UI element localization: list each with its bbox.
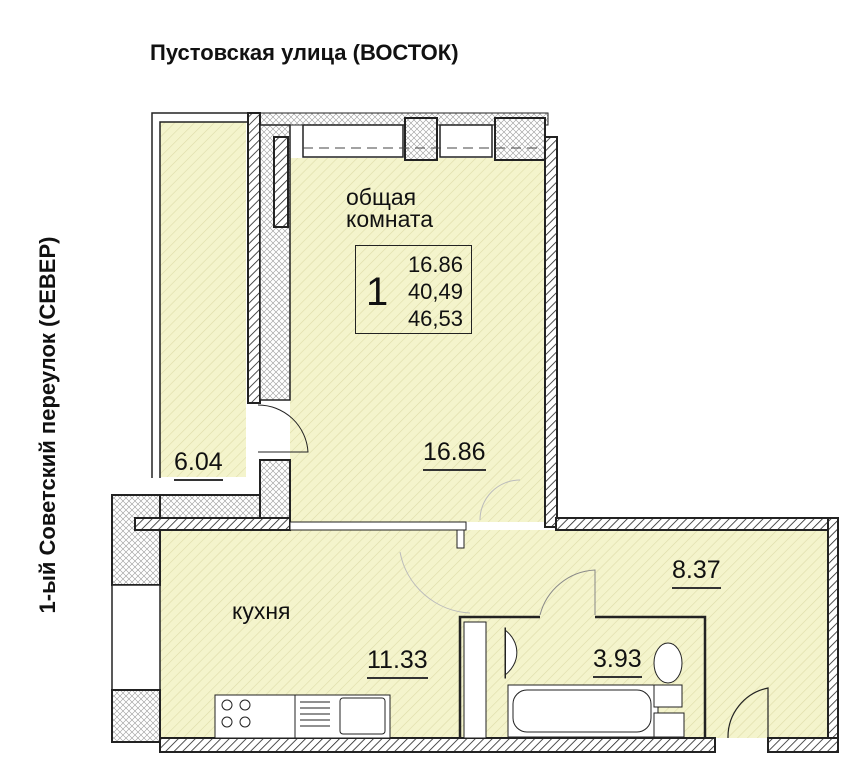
window-top-2 <box>439 124 493 158</box>
kitchen-window <box>111 584 161 691</box>
balcony-door[interactable] <box>257 404 309 453</box>
window-top-1 <box>302 124 404 158</box>
kitchen-area: 11.33 <box>367 648 428 679</box>
entrance-door[interactable] <box>727 687 769 739</box>
room-count: 1 <box>366 270 389 314</box>
bathroom-door[interactable] <box>539 569 596 616</box>
bathroom-area: 3.93 <box>593 647 642 678</box>
balcony-outline <box>151 112 248 478</box>
toilet <box>653 642 683 684</box>
kitchen-door[interactable] <box>399 551 471 614</box>
living-room-name-line2: комната <box>346 206 433 232</box>
street-label-east: Пустовская улица (ВОСТОК) <box>150 40 459 65</box>
hall-area: 8.37 <box>672 558 721 589</box>
kitchen-name: кухня <box>232 598 291 624</box>
sink <box>504 628 518 677</box>
living-room-floor <box>290 158 546 522</box>
living-room-name-line1: общая <box>346 184 417 210</box>
living-area: 16.86 <box>407 252 463 277</box>
living-door[interactable] <box>479 479 521 521</box>
total-area: 40,49 <box>407 279 463 304</box>
total-area-with-balcony: 46,53 <box>407 306 463 331</box>
balcony-floor <box>160 122 246 477</box>
apartment-summary-box: 1 16.86 40,49 46,53 <box>355 245 472 334</box>
street-label-north: 1-ый Советский переулок (СЕВЕР) <box>35 236 60 614</box>
balcony-area: 6.04 <box>174 450 223 481</box>
stove <box>214 694 296 739</box>
living-room-area: 16.86 <box>423 440 486 471</box>
